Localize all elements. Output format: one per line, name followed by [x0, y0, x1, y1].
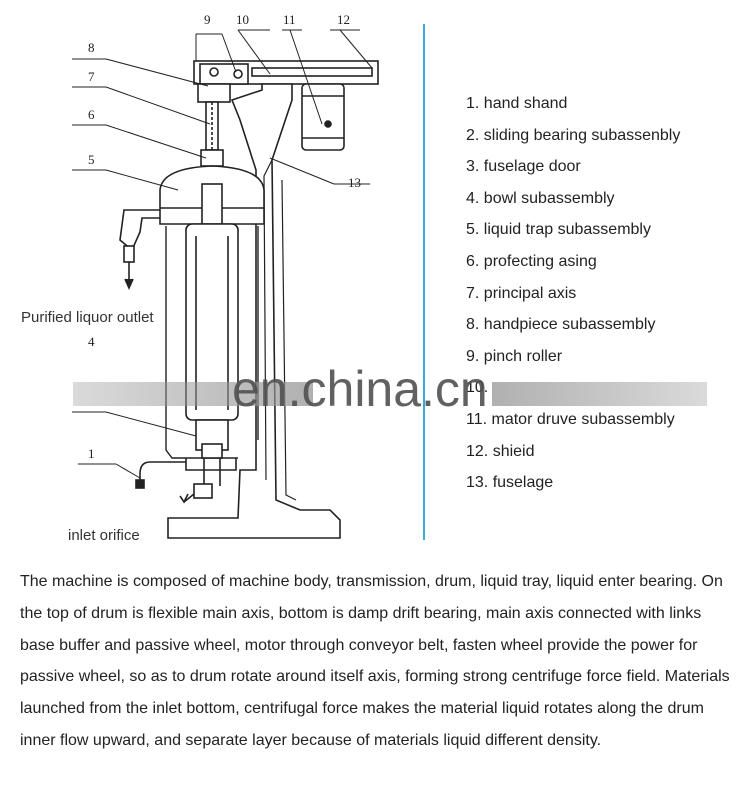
legend-item: 3. fuselage door	[466, 158, 581, 176]
callout-4: 4	[88, 334, 95, 349]
legend-item: 6. profecting asing	[466, 252, 597, 270]
protecting-casing	[200, 149, 224, 167]
description-text: The machine is composed of machine body,…	[20, 573, 730, 749]
outlet-label: Purified liquor outlet	[21, 309, 154, 326]
pinch-roller	[199, 63, 249, 85]
outlet-pipe	[119, 209, 160, 252]
watermark: en.china.cn	[0, 356, 750, 422]
callout-13: 13	[348, 175, 361, 190]
watermark-bar-right	[492, 382, 707, 406]
motor	[301, 83, 345, 151]
parts-legend: 1. hand shand 2. sliding bearing subasse…	[466, 88, 680, 499]
hand-shand	[139, 461, 186, 486]
legend-item: 8. handpiece subassembly	[466, 316, 656, 334]
callout-9: 9	[204, 12, 211, 27]
callout-7: 7	[88, 69, 95, 84]
callout-1: 1	[88, 446, 95, 461]
legend-item: 2. sliding bearing subassenbly	[466, 126, 681, 144]
callout-11: 11	[283, 12, 296, 27]
inlet-label: inlet orifice	[68, 527, 140, 544]
callout-8: 8	[88, 40, 95, 55]
legend-item: 4. bowl subassembly	[466, 189, 615, 207]
divider-line	[423, 24, 425, 540]
machine-drawing	[72, 29, 379, 539]
callout-12: 12	[337, 12, 350, 27]
callout-6: 6	[88, 107, 95, 122]
legend-item: 13. fuselage	[466, 474, 554, 492]
callout-5: 5	[88, 152, 95, 167]
callout-10: 10	[236, 12, 249, 27]
legend-item: 10.	[466, 379, 489, 397]
legend-item: 7. principal axis	[466, 284, 577, 302]
legend-item: 12. shieid	[466, 442, 535, 460]
legend-item: 1. hand shand	[466, 95, 568, 112]
centrifuge-diagram: 9 10 11 12 8 7 6 5 13 4 1 Purified liquo…	[21, 12, 379, 544]
leader-lines	[72, 29, 373, 479]
watermark-bar-left	[73, 382, 313, 406]
watermark-text: en.china.cn	[232, 361, 488, 417]
handpiece	[197, 83, 231, 103]
belt	[251, 67, 373, 77]
liquid-tray	[185, 458, 237, 471]
fuselage	[167, 83, 341, 539]
callout-numbers: 9 10 11 12 8 7 6 5 13 4 1	[88, 12, 361, 461]
legend-item: 9. pinch roller	[466, 347, 563, 365]
legend-item: 11. mator druve subassembly	[466, 410, 675, 428]
legend-item: 5. liquid trap subassembly	[466, 221, 651, 239]
